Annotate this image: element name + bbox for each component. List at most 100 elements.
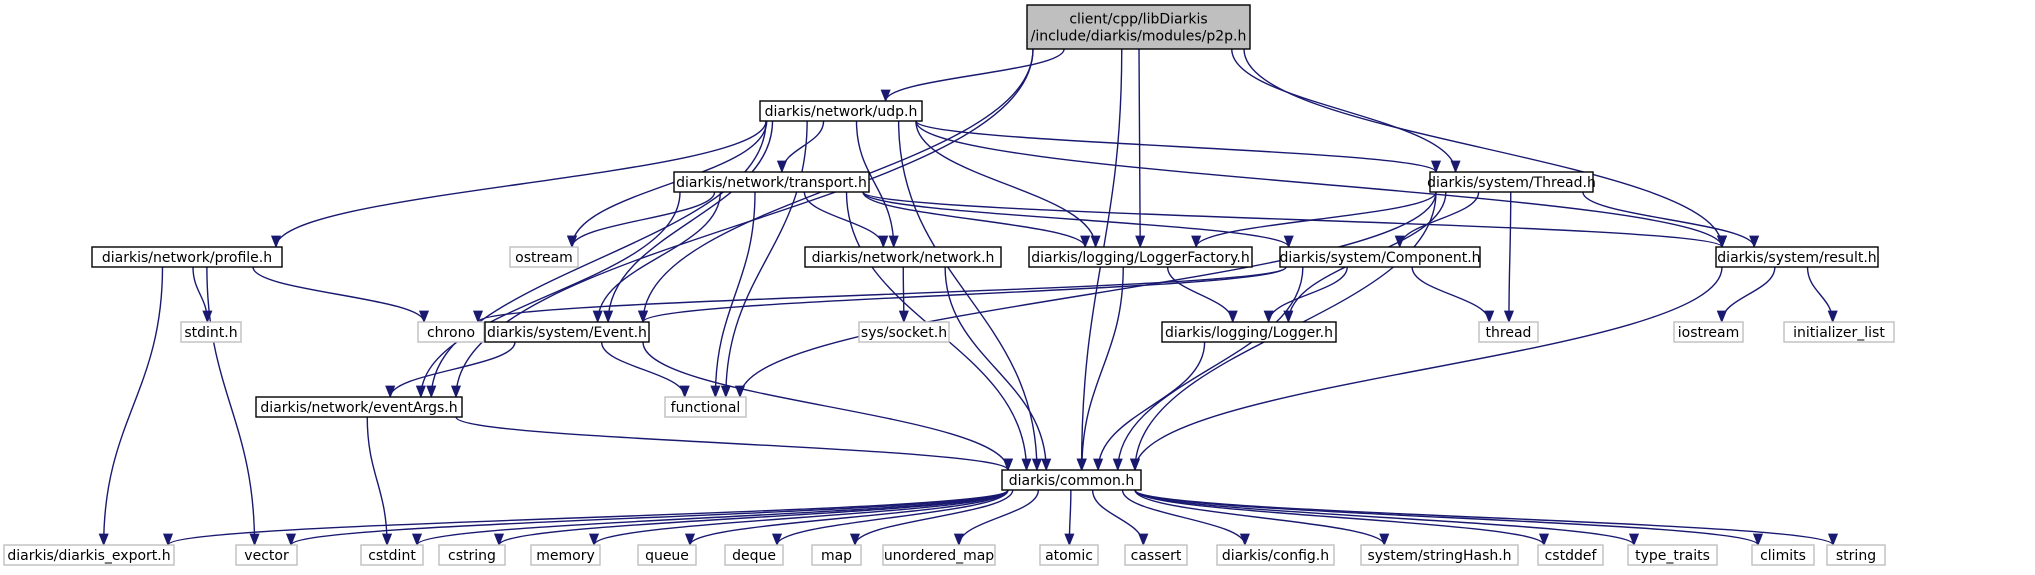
node-udp[interactable]: diarkis/network/udp.h (759, 100, 923, 122)
edge-transport-to-network (803, 191, 889, 249)
edge-udp-to-network (855, 120, 899, 249)
edge-common-to-export (163, 489, 1009, 547)
edge-p2p-to-thread_h (1231, 48, 1461, 174)
node-logger-label: diarkis/logging/Logger.h (1165, 325, 1333, 341)
node-socket-label: sys/socket.h (861, 325, 947, 341)
node-chrono: chrono (417, 321, 485, 343)
edge-common-to-stringhash (1134, 489, 1390, 547)
edge-p2p-to-udp (880, 48, 1065, 103)
node-unordered_map: unordered_map (882, 544, 996, 566)
node-layer: client/cpp/libDiarkis/include/diarkis/mo… (3, 4, 1895, 566)
node-climits-label: climits (1760, 548, 1806, 564)
node-socket: sys/socket.h (858, 321, 950, 343)
node-component[interactable]: diarkis/system/Component.h (1279, 246, 1481, 268)
node-type_traits: type_traits (1627, 544, 1718, 566)
edge-p2p-to-loggerfactory (1135, 48, 1146, 249)
node-config-box (1216, 544, 1335, 566)
node-string: string (1826, 544, 1886, 566)
edge-common-to-climits (1134, 489, 1763, 547)
edge-eventargs-to-cstdint (366, 416, 393, 547)
node-cstddef: cstddef (1537, 544, 1604, 566)
node-stdint: stdint.h (180, 321, 242, 343)
node-chrono-label: chrono (427, 325, 475, 341)
node-queue-box (637, 544, 697, 566)
node-eventargs-label: diarkis/network/eventArgs.h (260, 400, 457, 416)
node-thread: thread (1478, 321, 1539, 343)
edge-udp-to-common (897, 120, 1042, 472)
edge-component-to-event (638, 266, 1287, 324)
node-network-box (804, 246, 1002, 268)
edge-common-to-config (1121, 489, 1250, 547)
node-thread_h-label: diarkis/system/Thread.h (1427, 175, 1596, 191)
node-transport[interactable]: diarkis/network/transport.h (673, 171, 870, 193)
edge-udp-to-thread_h (915, 120, 1441, 174)
node-component-box (1279, 246, 1481, 268)
edge-common-to-cstddef (1134, 489, 1549, 547)
edge-udp-to-ostream (566, 120, 768, 249)
node-event[interactable]: diarkis/system/Event.h (484, 321, 650, 343)
edge-result-to-common (1130, 266, 1723, 472)
edge-layer (98, 48, 1838, 547)
node-result[interactable]: diarkis/system/result.h (1715, 246, 1879, 268)
node-cstring-box (438, 544, 506, 566)
node-cstddef-label: cstddef (1545, 548, 1598, 564)
node-functional-label: functional (671, 400, 741, 416)
node-p2p[interactable]: client/cpp/libDiarkis/include/diarkis/mo… (1026, 4, 1251, 50)
node-deque: deque (724, 544, 784, 566)
node-cstddef-box (1537, 544, 1604, 566)
edge-transport-to-ostream (567, 191, 716, 249)
node-memory-label: memory (536, 548, 595, 564)
node-profile[interactable]: diarkis/network/profile.h (91, 246, 283, 268)
edge-loggerfactory-to-common (1076, 266, 1124, 472)
node-eventargs[interactable]: diarkis/network/eventArgs.h (255, 396, 463, 418)
edge-common-to-map (850, 489, 1014, 547)
edge-result-to-initializer_list (1806, 266, 1838, 324)
node-udp-box (759, 100, 923, 122)
node-cstdint-box (360, 544, 424, 566)
edge-component-to-common (1112, 266, 1304, 472)
node-result-box (1715, 246, 1879, 268)
node-type_traits-label: type_traits (1635, 548, 1710, 564)
edge-thread_h-to-result (1582, 191, 1760, 249)
node-component-label: diarkis/system/Component.h (1279, 250, 1480, 266)
node-result-label: diarkis/system/result.h (1717, 250, 1876, 266)
node-deque-label: deque (732, 548, 776, 564)
edge-common-to-type_traits (1134, 489, 1639, 547)
edge-transport-to-eventargs (415, 191, 681, 399)
edge-profile-to-stdint (192, 266, 213, 324)
node-thread-box (1478, 321, 1539, 343)
edge-result-to-iostream (1716, 266, 1776, 324)
node-network[interactable]: diarkis/network/network.h (804, 246, 1002, 268)
node-common[interactable]: diarkis/common.h (1001, 469, 1142, 491)
node-logger[interactable]: diarkis/logging/Logger.h (1161, 321, 1337, 343)
edge-profile-to-chrono (252, 266, 429, 324)
node-config-label: diarkis/config.h (1222, 548, 1329, 564)
node-profile-box (91, 246, 283, 268)
node-thread-label: thread (1486, 325, 1532, 341)
node-config: diarkis/config.h (1216, 544, 1335, 566)
node-p2p-label: /include/diarkis/modules/p2p.h (1031, 29, 1247, 45)
node-thread_h[interactable]: diarkis/system/Thread.h (1427, 171, 1596, 193)
node-stringhash-box (1360, 544, 1519, 566)
node-iostream-label: iostream (1678, 325, 1740, 341)
node-iostream-box (1673, 321, 1744, 343)
node-event-label: diarkis/system/Event.h (487, 325, 647, 341)
node-unordered_map-label: unordered_map (884, 548, 994, 564)
node-memory: memory (530, 544, 601, 566)
edge-network-to-common (944, 266, 1052, 472)
node-loggerfactory[interactable]: diarkis/logging/LoggerFactory.h (1028, 246, 1253, 268)
edge-loggerfactory-to-logger (1166, 266, 1238, 324)
edge-event-to-common (642, 341, 1013, 472)
edge-common-to-vector (286, 489, 1009, 547)
node-map-box (811, 544, 862, 566)
node-cstdint: cstdint (360, 544, 424, 566)
node-queue-label: queue (645, 548, 689, 564)
node-cassert: cassert (1124, 544, 1188, 566)
edge-thread_h-to-loggerfactory (1191, 191, 1437, 249)
node-functional: functional (664, 396, 747, 418)
node-cstdint-label: cstdint (368, 548, 416, 564)
node-iostream: iostream (1673, 321, 1744, 343)
node-map-label: map (821, 548, 852, 564)
edge-udp-to-loggerfactory (915, 120, 1101, 249)
edge-udp-to-event (603, 120, 774, 324)
